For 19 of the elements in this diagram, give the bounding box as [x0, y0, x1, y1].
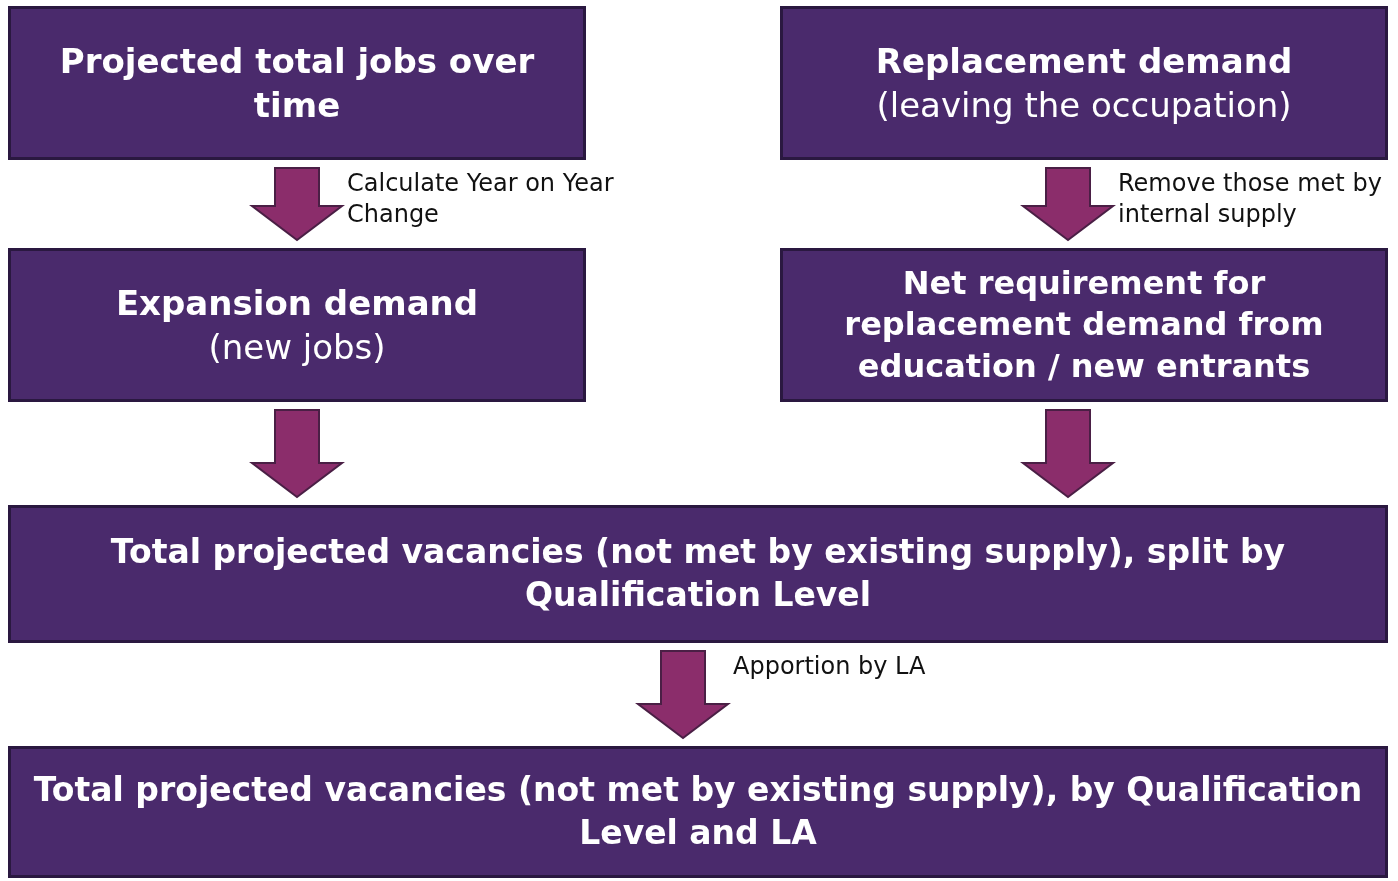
box-subtitle: (new jobs): [208, 326, 386, 369]
block-arrow: [1020, 167, 1116, 242]
process-box: [780, 248, 1388, 402]
box-text: Projected total jobs over time: [58, 39, 536, 127]
box-text: Total projected vacancies (not met by existing supply), by Qualification Level and LA: [32, 769, 1364, 854]
box-subtitle: (leaving the occupation): [876, 84, 1292, 127]
box-heading: Replacement demand: [875, 39, 1293, 83]
block-arrow: [249, 409, 345, 499]
block-arrow: [1020, 409, 1116, 499]
process-box: [8, 6, 586, 160]
process-box: [780, 6, 1388, 160]
box-text: Net requirement for replacement demand from education / new entrants: [843, 262, 1325, 387]
box-text: Total projected vacancies (not met by existing supply), split by Qualification Level: [109, 531, 1287, 616]
box-heading: Expansion demand: [115, 281, 479, 325]
block-arrow: [635, 650, 731, 740]
process-box: [8, 248, 586, 402]
process-box: [8, 505, 1388, 643]
block-arrow: [249, 167, 345, 242]
process-box: [8, 746, 1388, 878]
